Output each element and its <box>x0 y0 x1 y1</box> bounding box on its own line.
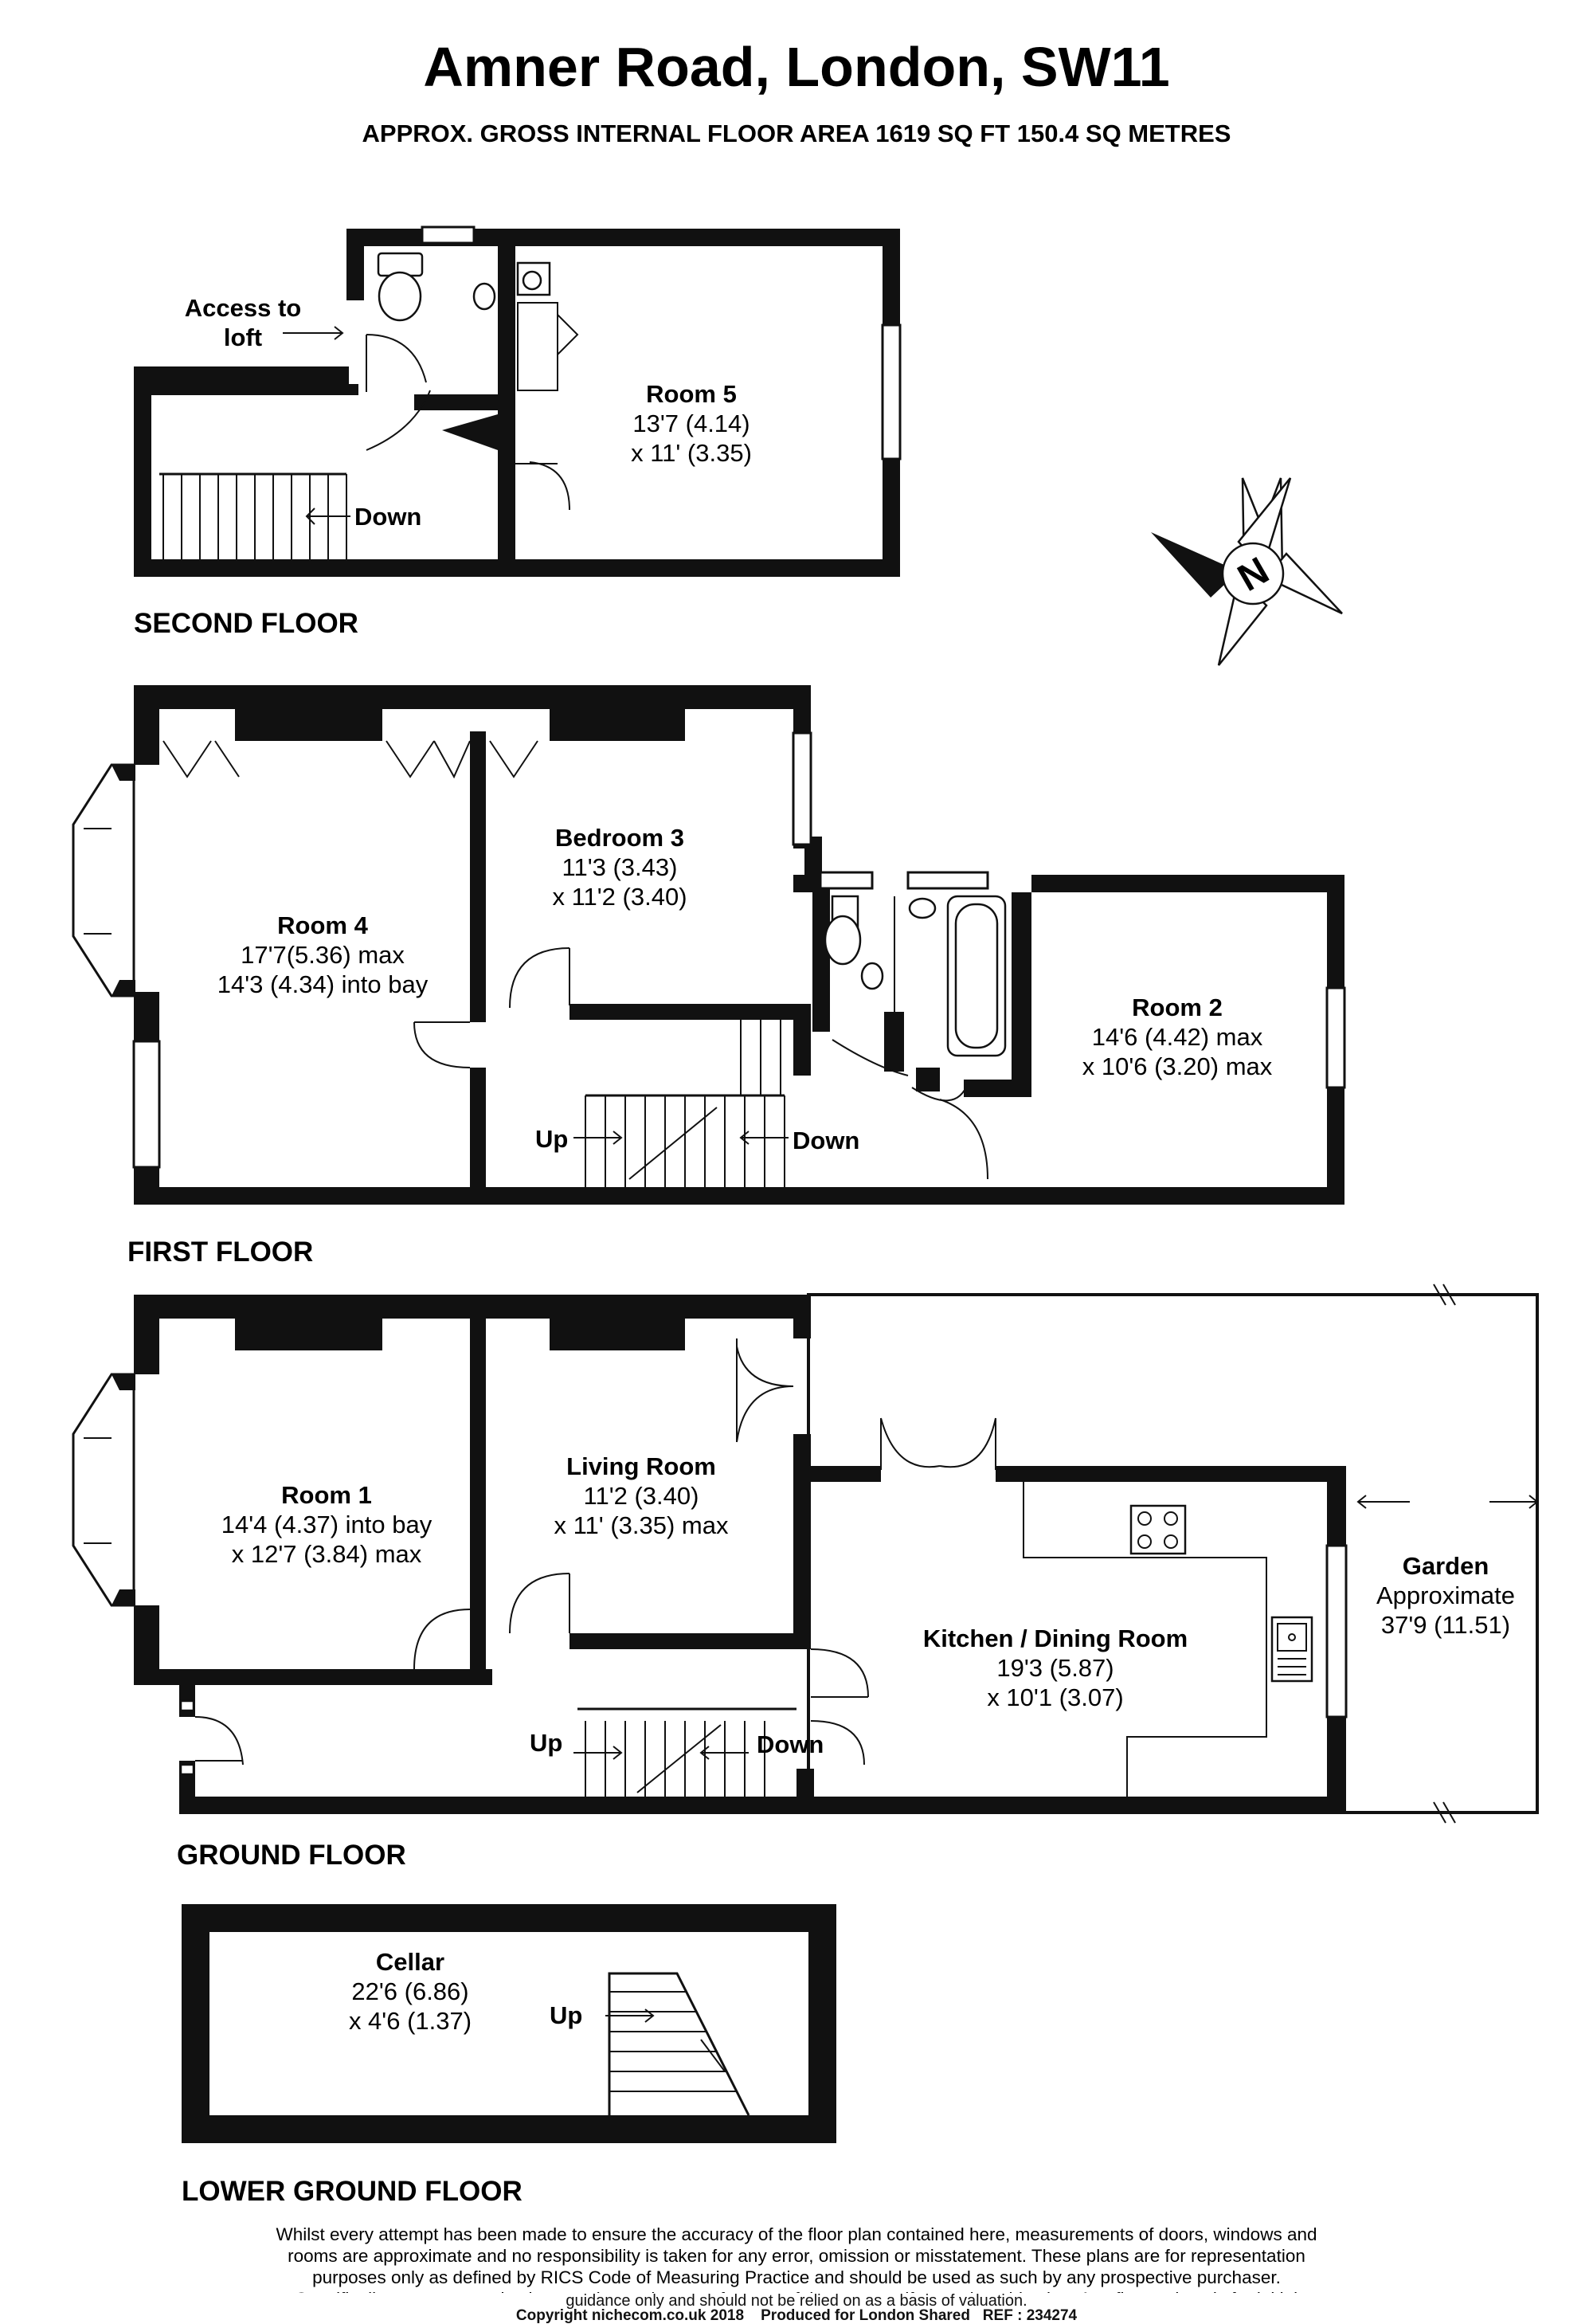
cellar-stairs <box>605 1972 750 2116</box>
garden-dim1: Approximate <box>1376 1581 1515 1609</box>
cellar-name: Cellar <box>376 1948 444 1976</box>
first-floor-plan <box>72 685 1346 1205</box>
lower-ground-floor-heading: LOWER GROUND FLOOR <box>182 2176 523 2207</box>
disclaimer-line1: Whilst every attempt has been made to en… <box>276 2224 1317 2244</box>
compass-icon: N <box>1151 477 1343 666</box>
room2-dim2: x 10'6 (3.20) max <box>1082 1052 1273 1080</box>
bedroom3-dim2: x 11'2 (3.40) <box>552 883 687 911</box>
room4-dim2: 14'3 (4.34) into bay <box>217 970 429 998</box>
room1-name: Room 1 <box>281 1481 372 1509</box>
living-room-dim2: x 11' (3.35) max <box>554 1511 729 1539</box>
access-loft-label-line1: Access to <box>185 294 301 322</box>
second-floor-plan <box>134 225 902 577</box>
room2-dim1: 14'6 (4.42) max <box>1092 1023 1263 1051</box>
garden-dim2: 37'9 (11.51) <box>1381 1611 1510 1639</box>
second-floor-heading: SECOND FLOOR <box>134 608 358 639</box>
room1-dim2: x 12'7 (3.84) max <box>232 1540 422 1568</box>
second-floor-down-label: Down <box>354 503 421 531</box>
first-floor-up-label: Up <box>535 1125 568 1153</box>
living-room-name: Living Room <box>566 1452 716 1480</box>
footer-text: Copyright nichecom.co.uk 2018 Produced f… <box>515 2307 1078 2324</box>
living-room-dim1: 11'2 (3.40) <box>584 1482 699 1510</box>
ground-floor-plan <box>72 1283 1539 1824</box>
kitchen-name: Kitchen / Dining Room <box>923 1624 1188 1652</box>
ground-floor-heading: GROUND FLOOR <box>177 1840 406 1871</box>
room2-name: Room 2 <box>1132 993 1223 1021</box>
room5-dim2: x 11' (3.35) <box>631 439 752 467</box>
cellar-dim1: 22'6 (6.86) <box>351 1977 468 2005</box>
room1-dim1: 14'4 (4.37) into bay <box>221 1511 432 1538</box>
kitchen-dim2: x 10'1 (3.07) <box>987 1683 1123 1711</box>
cellar-dim2: x 4'6 (1.37) <box>349 2007 472 2035</box>
first-floor-stairs <box>573 1020 789 1187</box>
ground-floor-up-label: Up <box>530 1729 562 1757</box>
first-floor-down-label: Down <box>793 1127 859 1154</box>
access-loft-label-line2: loft <box>224 323 262 351</box>
disclaimer-last-line: guidance only and should not be relied o… <box>566 2292 1027 2310</box>
bedroom3-dim1: 11'3 (3.43) <box>562 853 678 881</box>
bedroom3-name: Bedroom 3 <box>555 824 684 852</box>
room4-dim1: 17'7(5.36) max <box>241 941 405 969</box>
first-floor-heading: FIRST FLOOR <box>127 1236 313 1268</box>
page-title: Amner Road, London, SW11 <box>423 36 1169 98</box>
lower-ground-floor-plan <box>182 1904 836 2143</box>
ground-floor-down-label: Down <box>757 1730 824 1758</box>
footer-bar: guidance only and should not be relied o… <box>0 2293 1593 2324</box>
page-subtitle: APPROX. GROSS INTERNAL FLOOR AREA 1619 S… <box>362 120 1231 147</box>
kitchen-dim1: 19'3 (5.87) <box>996 1654 1114 1682</box>
cellar-up-label: Up <box>550 2001 582 2029</box>
disclaimer-line3: purposes only as defined by RICS Code of… <box>312 2267 1281 2287</box>
ground-floor-stairs <box>573 1707 796 1797</box>
room5-dim1: 13'7 (4.14) <box>632 410 750 437</box>
disclaimer-line2: rooms are approximate and no responsibil… <box>288 2246 1305 2266</box>
room4-name: Room 4 <box>277 911 368 939</box>
room5-name: Room 5 <box>646 380 737 408</box>
second-floor-stairs <box>159 472 350 559</box>
garden-name: Garden <box>1403 1552 1489 1580</box>
